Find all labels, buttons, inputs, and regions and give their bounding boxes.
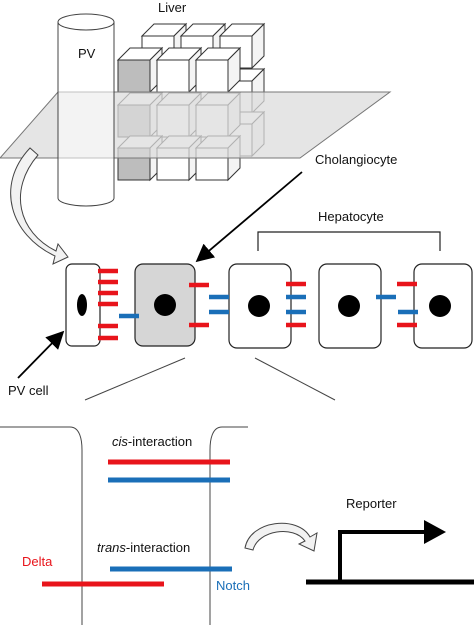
right-cell-membrane bbox=[209, 426, 248, 625]
cis-interaction-label: cis-interaction bbox=[112, 434, 192, 449]
promoter-arrow bbox=[338, 530, 428, 582]
zoom-frame bbox=[0, 426, 83, 625]
hepatocyte-nucleus-2 bbox=[338, 295, 360, 317]
promoter-arrowhead bbox=[424, 520, 446, 544]
interaction-detail: cis-interaction trans-interaction Delta … bbox=[0, 426, 474, 625]
liver-illustration: Liver PV bbox=[0, 0, 392, 265]
pv-cell-label: PV cell bbox=[8, 383, 49, 398]
notch-receptors bbox=[119, 294, 418, 319]
pv-label: PV bbox=[78, 46, 96, 61]
zoom-curved-arrow bbox=[10, 147, 69, 265]
liver-cube bbox=[194, 46, 242, 94]
portal-vein-cylinder bbox=[57, 13, 115, 207]
liver-label: Liver bbox=[158, 0, 187, 15]
zoom-line-right bbox=[254, 357, 336, 401]
hepatocyte-nucleus-1 bbox=[248, 295, 270, 317]
hepatocyte-nucleus-3 bbox=[429, 295, 451, 317]
zoom-line-left bbox=[84, 357, 186, 401]
signal-curved-arrow bbox=[244, 522, 318, 552]
cholangiocyte-pointer-arrow bbox=[195, 171, 303, 263]
liver-cube bbox=[116, 46, 164, 94]
cholangiocyte-nucleus bbox=[154, 294, 176, 316]
pv-cell-nucleus bbox=[77, 294, 87, 316]
delta-ligands bbox=[98, 268, 417, 341]
cell-row: Hepatocyte Cholangiocyte bbox=[8, 152, 473, 401]
trans-interaction-label: trans-interaction bbox=[97, 540, 190, 555]
cholangiocyte-label: Cholangiocyte bbox=[315, 152, 397, 167]
pv-cell-pointer-arrow bbox=[17, 330, 65, 379]
liver-cube bbox=[155, 46, 203, 94]
hepatocyte-label: Hepatocyte bbox=[318, 209, 384, 224]
delta-label: Delta bbox=[22, 554, 53, 569]
hepatocyte-bracket bbox=[257, 231, 441, 251]
reporter-label: Reporter bbox=[346, 496, 397, 511]
notch-label: Notch bbox=[216, 578, 250, 593]
